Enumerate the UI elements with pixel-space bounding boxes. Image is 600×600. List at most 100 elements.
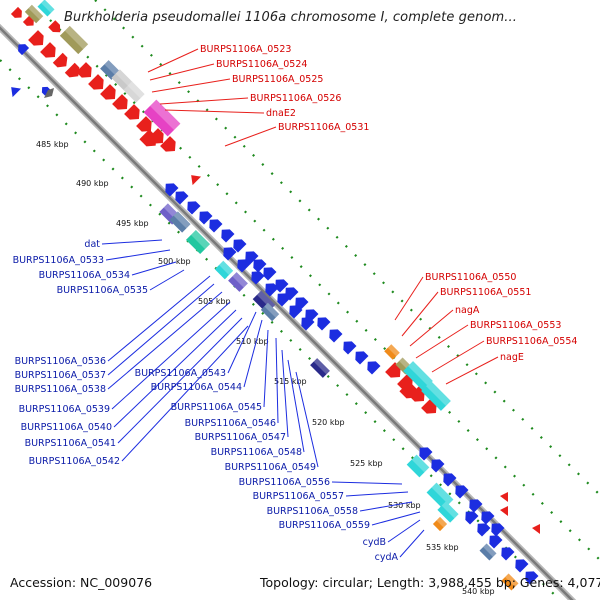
reverse-gene-arrow [491, 523, 505, 537]
forward-gene-arrow [124, 104, 140, 120]
forward-gene-label[interactable]: BURPS1106A_0525 [232, 74, 323, 85]
callout-line [415, 324, 469, 359]
reverse-gene-arrow [515, 559, 529, 573]
gc-guide-top [94, 0, 600, 496]
forward-gene-label[interactable]: BURPS1106A_0551 [440, 287, 531, 298]
reverse-gene-label[interactable]: BURPS1106A_0533 [13, 255, 104, 266]
reverse-gene-arrow [367, 361, 381, 375]
reverse-gene-arrow [253, 259, 267, 273]
forward-gene-label[interactable]: BURPS1106A_0523 [200, 44, 291, 55]
callout-line [107, 275, 211, 362]
reverse-gene-arrow [329, 329, 343, 343]
reverse-gene-arrow [165, 183, 179, 197]
reverse-gene-label[interactable]: BURPS1106A_0541 [25, 438, 116, 449]
feature-block [384, 344, 400, 360]
callout-line [121, 325, 249, 462]
reverse-gene-arrow [263, 267, 277, 281]
forward-gene-arrow [28, 30, 44, 46]
forward-gene-label[interactable]: BURPS1106A_0526 [250, 93, 341, 104]
map-title: Burkholderia pseudomallei 1106a chromoso… [64, 10, 517, 25]
feature-block [228, 272, 248, 292]
forward-labels: BURPS1106A_0523BURPS1106A_0524BURPS1106A… [147, 44, 577, 385]
reverse-gene-label[interactable]: BURPS1106A_0542 [29, 456, 120, 467]
feature-block [310, 358, 330, 378]
forward-gene-arrow [48, 20, 61, 33]
callout-line [105, 249, 171, 261]
callout-line [445, 356, 499, 385]
callout-line [151, 78, 231, 93]
reverse-gene-label[interactable]: BURPS1106A_0538 [15, 384, 106, 395]
reverse-gene-label[interactable]: dat [84, 239, 100, 250]
reverse-gene-arrow [199, 211, 213, 225]
reverse-gene-arrow [431, 459, 445, 473]
callout-line [149, 269, 185, 291]
reverse-gene-arrow [301, 317, 315, 331]
feature-block [479, 543, 497, 561]
reverse-gene-label[interactable]: BURPS1106A_0545 [171, 402, 262, 413]
reverse-gene-arrow [469, 499, 483, 513]
marker-triangle-icon [11, 87, 22, 98]
scale-label: 535 kbp [426, 543, 459, 552]
reverse-gene-label[interactable]: BURPS1106A_0540 [21, 422, 112, 433]
reverse-gene-arrow [289, 305, 303, 319]
callout-line [101, 239, 163, 245]
forward-gene-label[interactable]: BURPS1106A_0553 [470, 320, 561, 331]
feature-block [403, 361, 433, 391]
feature-block [260, 302, 280, 322]
callout-line [111, 301, 231, 410]
forward-gene-label[interactable]: dnaE2 [266, 108, 296, 119]
forward-gene-label[interactable]: BURPS1106A_0531 [278, 122, 369, 133]
scale-label: 520 kbp [312, 418, 345, 427]
reverse-gene-label[interactable]: BURPS1106A_0546 [185, 418, 276, 429]
callout-line [371, 511, 421, 526]
callout-line [131, 261, 177, 276]
callout-line [295, 371, 319, 468]
reverse-gene-label[interactable]: BURPS1106A_0539 [19, 404, 110, 415]
forward-gene-label[interactable]: nagE [500, 352, 524, 363]
forward-gene-arrow [139, 129, 157, 147]
reverse-gene-label[interactable]: BURPS1106A_0558 [267, 506, 358, 517]
callout-line [164, 109, 265, 114]
reverse-gene-label[interactable]: BURPS1106A_0559 [279, 520, 370, 531]
reverse-gene-arrow [355, 351, 369, 365]
reverse-gene-arrow [41, 86, 51, 96]
forward-gene-label[interactable]: BURPS1106A_0524 [216, 59, 307, 70]
feature-block [501, 573, 519, 591]
callout-line [399, 529, 425, 558]
reverse-gene-arrow [187, 201, 201, 215]
reverse-gene-label[interactable]: cydB [363, 537, 386, 548]
reverse-gene-label[interactable]: BURPS1106A_0536 [15, 356, 106, 367]
reverse-gene-label[interactable]: BURPS1106A_0547 [195, 432, 286, 443]
reverse-gene-label[interactable]: BURPS1106A_0549 [225, 462, 316, 473]
reverse-gene-label[interactable]: BURPS1106A_0543 [135, 368, 226, 379]
reverse-labels: datBURPS1106A_0533BURPS1106A_0534BURPS11… [13, 239, 425, 563]
forward-gene-label[interactable]: BURPS1106A_0550 [425, 272, 516, 283]
reverse-gene-label[interactable]: BURPS1106A_0544 [151, 382, 242, 393]
forward-gene-arrow [100, 84, 116, 100]
reverse-gene-label[interactable]: BURPS1106A_0537 [15, 370, 106, 381]
forward-gene-label[interactable]: nagA [455, 305, 480, 316]
reverse-gene-label[interactable]: BURPS1106A_0556 [239, 477, 330, 488]
reverse-gene-label[interactable]: BURPS1106A_0557 [253, 491, 344, 502]
reverse-gene-label[interactable]: BURPS1106A_0534 [39, 270, 130, 281]
callout-line [117, 317, 243, 444]
feature-block [143, 99, 181, 137]
marker-triangle-icon [500, 492, 508, 502]
forward-gene-label[interactable]: BURPS1106A_0554 [486, 336, 577, 347]
marker-triangle-icon [500, 506, 508, 516]
callout-line [431, 340, 485, 373]
forward-gene-arrow [40, 42, 56, 58]
genome-summary: Topology: circular; Length: 3,988,455 bp… [260, 575, 600, 590]
scale-label: 540 kbp [462, 587, 495, 596]
callout-line [281, 349, 289, 438]
reverse-gene-label[interactable]: cydA [375, 552, 399, 563]
reverse-gene-label[interactable]: BURPS1106A_0535 [57, 285, 148, 296]
reverse-gene-label[interactable]: BURPS1106A_0548 [211, 447, 302, 458]
forward-gene-arrow [88, 74, 104, 90]
callout-line [107, 283, 215, 376]
reverse-gene-arrow [275, 279, 289, 293]
callout-line [263, 329, 269, 408]
reverse-gene-arrow [223, 247, 237, 261]
reverse-gene-arrow [265, 283, 279, 297]
